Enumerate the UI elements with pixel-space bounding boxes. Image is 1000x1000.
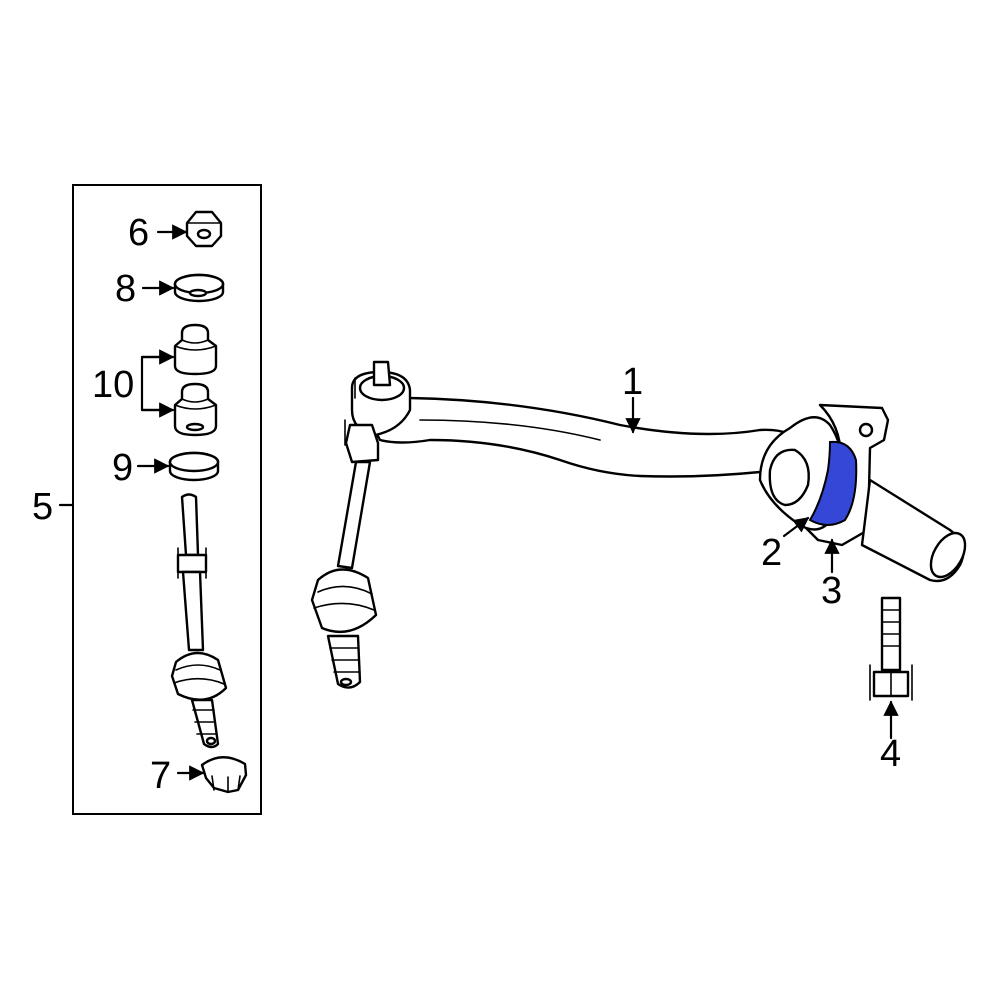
callout-4: 4 (880, 733, 901, 775)
callout-1: 1 (622, 361, 643, 403)
leader-2 (782, 516, 810, 538)
bushing-part[interactable] (768, 440, 858, 526)
washer-upper-part[interactable] (173, 273, 225, 303)
callout-10: 10 (92, 364, 134, 406)
stabilizer-bar-part[interactable] (350, 360, 807, 478)
nut-part[interactable] (185, 210, 223, 248)
stabilizer-link-part[interactable] (170, 493, 228, 749)
leader-10 (140, 355, 174, 412)
retainer-part[interactable] (200, 756, 248, 794)
bar-end-right-part[interactable] (860, 478, 972, 583)
callout-2: 2 (761, 532, 782, 574)
callout-3: 3 (821, 570, 842, 612)
bushing-upper-part[interactable] (173, 323, 218, 376)
link-kit-frame (72, 184, 262, 815)
callout-9: 9 (112, 447, 133, 489)
stabilizer-link-installed-part[interactable] (310, 419, 380, 689)
callout-7: 7 (150, 755, 171, 797)
callout-5: 5 (32, 486, 53, 528)
bushing-lower-part[interactable] (173, 382, 218, 437)
bushing-highlight (808, 440, 858, 526)
callout-6: 6 (128, 212, 149, 254)
washer-lower-part[interactable] (168, 451, 220, 482)
bolt-part[interactable] (869, 596, 913, 701)
callout-8: 8 (115, 268, 136, 310)
